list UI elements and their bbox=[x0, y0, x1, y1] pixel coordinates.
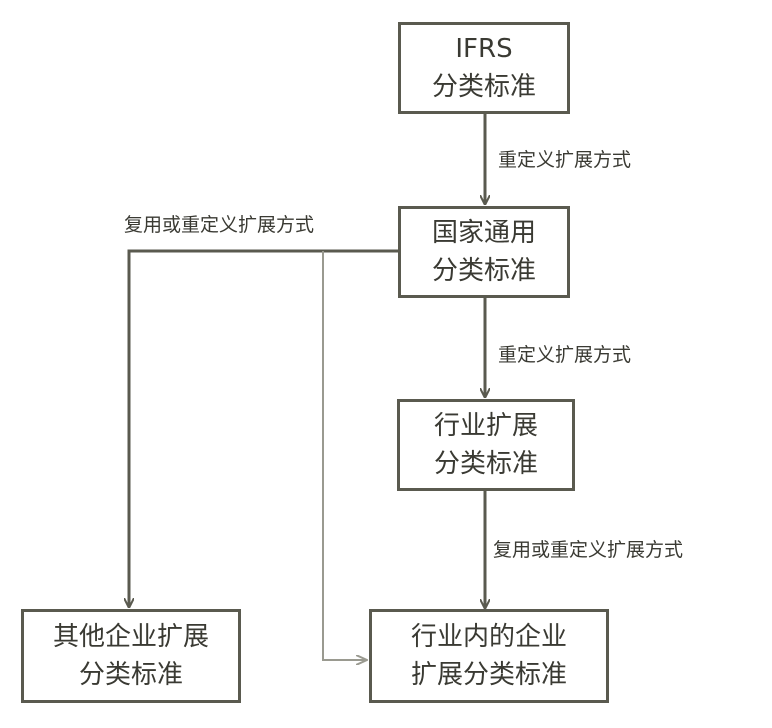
node-ifrs-line2: 分类标准 bbox=[431, 72, 536, 102]
edge-label-national-to-other: 复用或重定义扩展方式 bbox=[124, 214, 315, 236]
node-ifrs: IFRS 分类标准 bbox=[398, 22, 570, 114]
arrow-national-to-industry-enterprise bbox=[322, 251, 367, 660]
edge-label-ifrs-to-national: 重定义扩展方式 bbox=[498, 149, 632, 171]
node-industry-enterprise: 行业内的企业 扩展分类标准 bbox=[369, 609, 609, 703]
node-national-line2: 分类标准 bbox=[431, 256, 536, 286]
node-national: 国家通用 分类标准 bbox=[398, 206, 570, 298]
node-industry-enterprise-line2: 扩展分类标准 bbox=[410, 660, 567, 690]
edge-label-industry-to-enterprise: 复用或重定义扩展方式 bbox=[493, 539, 684, 561]
arrow-national-to-other-enterprise bbox=[129, 249, 398, 607]
node-industry: 行业扩展 分类标准 bbox=[397, 399, 575, 491]
node-ifrs-line1: IFRS bbox=[455, 34, 513, 64]
edge-label-national-to-industry: 重定义扩展方式 bbox=[498, 344, 632, 366]
node-industry-line1: 行业扩展 bbox=[433, 411, 538, 441]
node-industry-line2: 分类标准 bbox=[433, 449, 538, 479]
node-other-enterprise-line2: 分类标准 bbox=[78, 660, 183, 690]
node-other-enterprise-line1: 其他企业扩展 bbox=[52, 622, 209, 652]
node-national-line1: 国家通用 bbox=[431, 218, 536, 248]
node-other-enterprise: 其他企业扩展 分类标准 bbox=[21, 609, 241, 703]
node-industry-enterprise-line1: 行业内的企业 bbox=[410, 622, 567, 652]
